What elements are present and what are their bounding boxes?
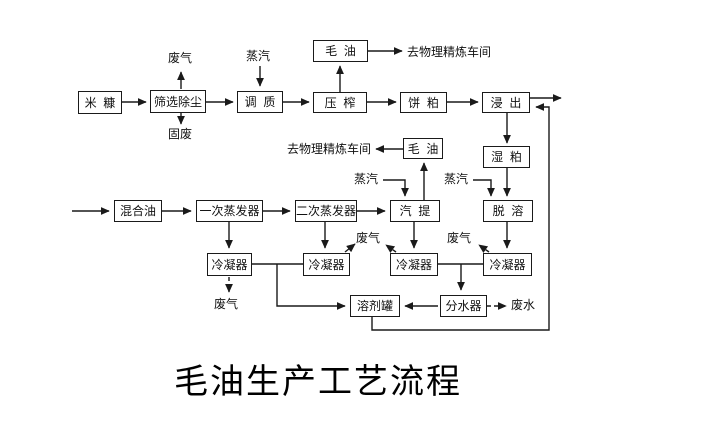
arrow-condensers-to-solventtank: [276, 264, 346, 310]
node-conditioning: 调 质: [237, 91, 283, 113]
label-waste-gas-cond-left: 废气: [356, 231, 381, 245]
arrow-steam-to-desolventizing: [473, 179, 495, 197]
label-waste-gas-cond-right: 废气: [447, 231, 472, 245]
arrow-condenser3-to-wastegas-dashed: [385, 244, 397, 253]
diagram-title: 毛油生产工艺流程: [174, 363, 462, 401]
label-to-refining-mid: 去物理精炼车间: [287, 142, 372, 156]
node-condenser-3: 冷凝器: [390, 253, 438, 276]
label-waste-gas-bottom: 废气: [214, 297, 239, 311]
node-screening: 筛选除尘: [150, 90, 206, 113]
arrow-steam-to-stripping: [383, 179, 409, 197]
arrow-condenser4-to-wastegas-dashed: [478, 244, 490, 253]
arrow-condenser2-to-wastegas: [344, 243, 356, 253]
label-waste-water: 废水: [511, 298, 536, 312]
node-cake: 饼 粕: [400, 92, 447, 113]
label-waste-gas-top: 废气: [168, 51, 193, 65]
node-wet-meal: 湿 粕: [483, 146, 530, 168]
node-evaporator1: 一次蒸发器: [196, 200, 263, 222]
node-extraction: 浸 出: [482, 92, 530, 113]
arrow-solvent-recycle-to-extraction: [371, 103, 550, 331]
node-desolventizing: 脱 溶: [483, 200, 533, 222]
node-pressing: 压 榨: [313, 92, 367, 113]
node-condenser-1: 冷凝器: [207, 253, 252, 276]
node-mixed-oil: 混合油: [114, 200, 162, 222]
node-crude-oil-top: 毛 油: [313, 40, 368, 62]
label-steam-mid: 蒸汽: [354, 172, 379, 186]
node-condenser-2: 冷凝器: [303, 253, 350, 276]
node-crude-oil-mid: 毛 油: [403, 138, 443, 159]
node-condenser-4: 冷凝器: [483, 253, 532, 276]
node-rice-bran: 米 糠: [78, 91, 122, 114]
node-water-separator: 分水器: [440, 295, 487, 317]
node-evaporator2: 二次蒸发器: [295, 200, 357, 222]
label-steam-right: 蒸汽: [444, 172, 469, 186]
node-solvent-tank: 溶剂罐: [350, 295, 400, 317]
label-solid-waste: 固废: [168, 127, 193, 141]
label-steam-top: 蒸汽: [246, 49, 271, 63]
label-to-refining-top: 去物理精炼车间: [407, 45, 492, 59]
node-stripping: 汽 提: [390, 200, 440, 222]
